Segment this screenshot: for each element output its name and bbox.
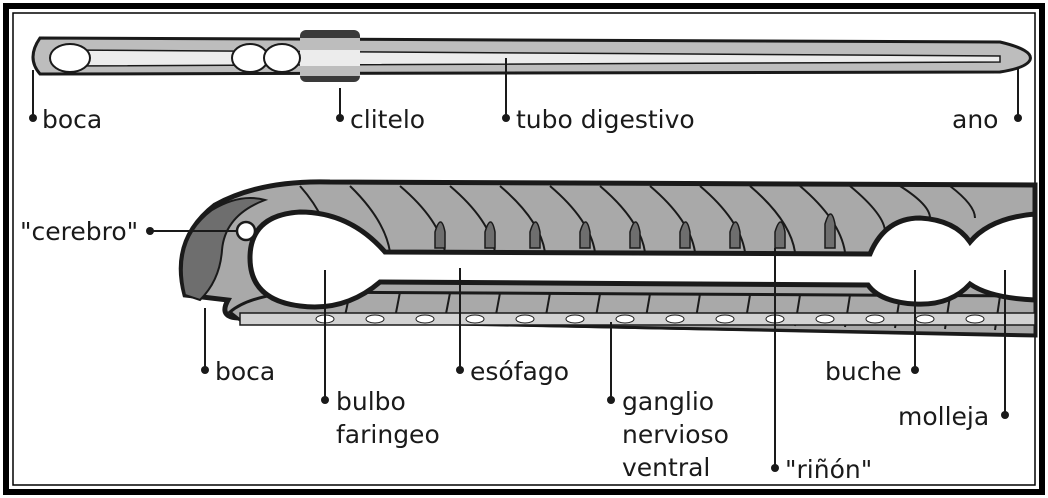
- label-top-boca: boca: [42, 105, 102, 134]
- detailed-worm: [181, 182, 1035, 335]
- label-esofago: esófago: [470, 357, 569, 386]
- label-buche: buche: [825, 357, 902, 386]
- label-ano: ano: [952, 105, 998, 134]
- label-ganglio-1: ganglio: [622, 387, 714, 416]
- label-ganglio-2: nervioso: [622, 420, 729, 449]
- label-clitelo: clitelo: [350, 105, 425, 134]
- brain: [237, 222, 255, 240]
- label-tubo-digestivo: tubo digestivo: [516, 105, 695, 134]
- top-swelling-2: [232, 44, 268, 72]
- label-molleja: molleja: [898, 402, 989, 431]
- label-rinon: "riñón": [785, 455, 872, 484]
- top-swelling-1: [50, 44, 90, 72]
- label-cerebro: "cerebro": [20, 217, 138, 246]
- label-boca: boca: [215, 357, 275, 386]
- label-bulbo-2: faringeo: [336, 420, 440, 449]
- label-ganglio-3: ventral: [622, 453, 710, 482]
- top-swelling-3: [264, 44, 300, 72]
- label-bulbo-1: bulbo: [336, 387, 406, 416]
